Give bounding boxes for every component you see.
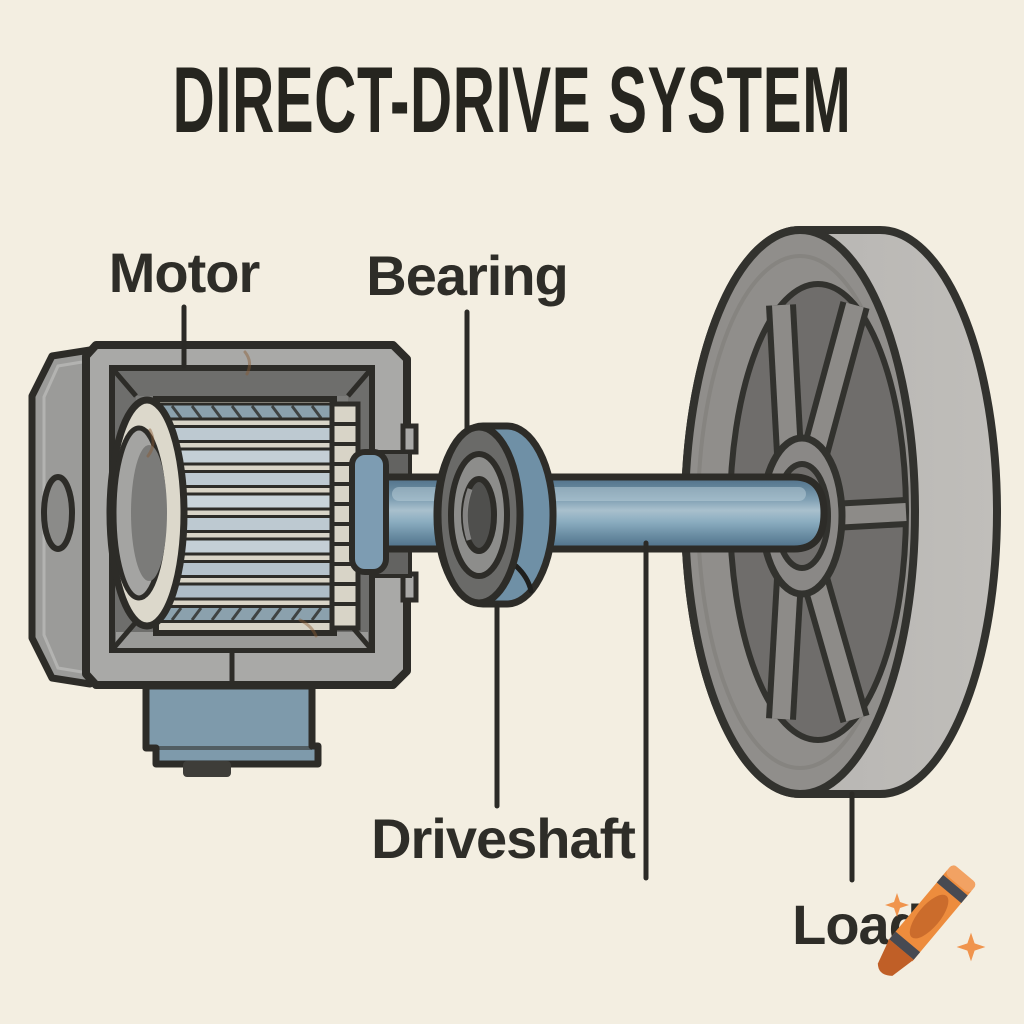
motor-mount-foot [183,761,231,777]
sparkle-icon [956,932,986,962]
motor [28,341,419,777]
crayon-watermark [877,865,986,976]
label-motor: Motor [108,241,261,304]
sparkle-icon [885,893,909,917]
motor-rotor [106,396,361,636]
rotor-hatching [170,405,323,621]
leader-lines [181,304,855,883]
motor-mount-pedestal [142,682,322,768]
shaft-collar [349,449,389,575]
label-driveshaft: Driveshaft [371,807,636,870]
crayon-icon [877,865,976,976]
stain-marks [146,350,318,638]
label-bearing: Bearing [366,244,568,307]
bearing [433,422,557,608]
diagram-title: DIRECT-DRIVE SYSTEM [172,47,852,152]
end-cap-slot [41,474,75,552]
